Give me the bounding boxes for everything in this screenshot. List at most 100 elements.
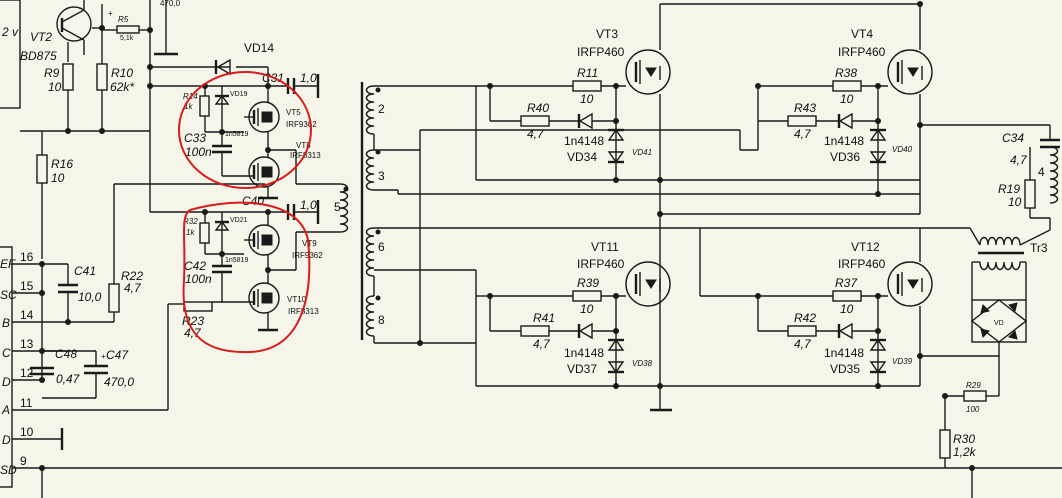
c33-value: 100n (185, 145, 212, 159)
vd36-label: VD36 (830, 150, 860, 164)
bridge-label: VD (994, 320, 1004, 327)
r38-resistor (832, 80, 862, 92)
vd38-zener-top (607, 338, 625, 351)
r11-label: R11 (577, 66, 598, 80)
c40-label: C40 (242, 194, 264, 208)
highlight-ring-lower (182, 201, 311, 354)
r29-label: R29 (966, 381, 981, 390)
vt2-label: VT2 (30, 30, 52, 44)
ic-pin-a: A (1, 403, 10, 417)
r11-resistor (572, 80, 602, 92)
r40-label: R40 (527, 101, 549, 115)
r42-value: 4,7 (794, 337, 812, 351)
plus-mark: + (108, 9, 113, 18)
vt9-model: IRF9362 (292, 251, 323, 260)
vt5-label: VT5 (286, 108, 301, 117)
vt3-label: VT3 (596, 27, 618, 41)
winding-3 (365, 149, 375, 191)
pin-11: 11 (20, 396, 33, 410)
vt10-label: VT10 (287, 295, 307, 304)
pin-16: 16 (20, 250, 34, 264)
output-section: C34 4,7 4 R19 10 Tr3 VD R29 100 (917, 125, 1062, 498)
pin-10: 10 (20, 425, 34, 439)
c42-label: C42 (184, 259, 206, 273)
vd37-part: 1n4148 (564, 346, 604, 360)
pin-14: 14 (20, 308, 34, 322)
c34-value: 4,7 (1010, 153, 1028, 167)
vt11-mosfet (625, 261, 671, 307)
r32-label: R32 (183, 217, 198, 226)
controller-ic: EF SC B C D A D SD 16 15 14 13 12 11 10 … (0, 183, 945, 498)
c48-value: 0,47 (56, 372, 81, 386)
left-supply-section: 2 v VT2 BD875 R5 5,1k + 470,0 R9 10 R10 … (0, 0, 181, 259)
vt11-model: IRFP460 (577, 257, 625, 271)
vt8-label: VT8 (296, 141, 311, 150)
vd40-zener-top (869, 128, 887, 141)
vd40-zener-bottom (869, 151, 887, 164)
voltage-label: 2 v (1, 25, 19, 39)
vt4-stage: VT4 IRFP460 R38 10 R43 4,7 1n4148 VD36 V… (420, 1, 1050, 215)
ic-pin-sc: SC (0, 288, 17, 302)
vd34-part: 1n4148 (564, 134, 604, 148)
r5-value: 5,1k (120, 35, 134, 42)
vd14-diode (216, 58, 231, 76)
r37-resistor (832, 290, 862, 302)
r22-resistor (108, 283, 120, 313)
r40-resistor (520, 115, 550, 127)
vt3-mosfet (625, 49, 671, 95)
r16-resistor (36, 154, 48, 184)
vt4-mosfet (887, 49, 933, 95)
pin-12: 12 (20, 366, 34, 380)
ic-pin-d2: D (2, 433, 11, 447)
r37-value: 10 (840, 302, 854, 316)
vd19-part: 1n5819 (225, 131, 248, 138)
r29-resistor (963, 390, 987, 402)
winding-4 (1049, 146, 1059, 204)
vt9-label: VT9 (302, 239, 317, 248)
pin-9: 9 (20, 454, 27, 468)
top-partial-value: 470,0 (160, 0, 181, 8)
vd35-label: VD35 (830, 362, 860, 376)
pin-15: 15 (20, 279, 34, 293)
vd35-part: 1n4148 (824, 346, 864, 360)
tr3-label: Tr3 (1030, 241, 1048, 255)
r23-resistor (183, 301, 213, 312)
r30-resistor (939, 429, 951, 459)
vd38-zener-bottom (607, 361, 625, 374)
r39-resistor (572, 290, 602, 302)
r9-value: 10 (48, 80, 62, 94)
r42-diode (838, 322, 853, 340)
vd37-label: VD37 (567, 362, 597, 376)
r39-label: R39 (577, 276, 599, 290)
winding-6-label: 6 (378, 240, 385, 254)
vt4-label: VT4 (851, 27, 873, 41)
r40-value: 4,7 (527, 127, 545, 141)
r32-value: 1k (186, 228, 195, 237)
ic-pin-sd: SD (0, 463, 17, 477)
r41-resistor (520, 325, 550, 337)
r19-label: R19 (998, 182, 1020, 196)
r29-value: 100 (966, 405, 980, 414)
winding-2 (365, 85, 375, 135)
c31-value: 1,0 (300, 71, 317, 85)
vt8-mosfet (248, 156, 280, 188)
r41-label: R41 (533, 311, 555, 325)
c48-label: C48 (55, 347, 77, 361)
r10-label: R10 (111, 66, 133, 80)
vt12-mosfet (887, 261, 933, 307)
r41-value: 4,7 (533, 337, 551, 351)
vd41-label: VD41 (632, 148, 652, 157)
r43-value: 4,7 (794, 127, 812, 141)
r37-label: R37 (835, 276, 858, 290)
r10-resistor (96, 63, 108, 91)
winding-3-label: 3 (378, 169, 385, 183)
r32-resistor (199, 222, 210, 244)
c42-value: 100n (185, 272, 212, 286)
c47-plus: + (101, 352, 106, 361)
r40-diode (578, 112, 593, 130)
vt10-model: IRF8313 (288, 307, 319, 316)
tr3-primary (979, 236, 1021, 246)
pin-13: 13 (20, 337, 34, 351)
r9-label: R9 (44, 66, 60, 80)
r43-diode (838, 112, 853, 130)
